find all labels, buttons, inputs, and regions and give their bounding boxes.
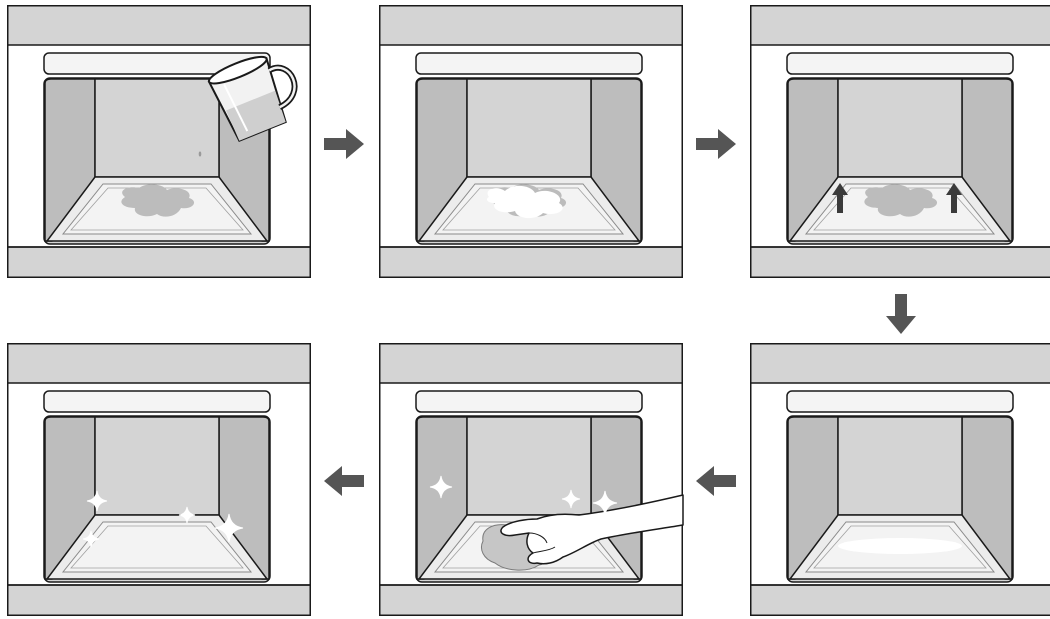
oven-illustration <box>8 6 311 278</box>
door-slot <box>416 53 642 74</box>
door-slot <box>787 391 1013 412</box>
step-wipe-clean <box>379 343 683 616</box>
step-lift-tray <box>750 5 1050 278</box>
oven-illustration <box>751 344 1050 616</box>
door-slot <box>787 53 1013 74</box>
back-wall <box>838 79 962 177</box>
flow-arrow-right-icon <box>693 121 739 167</box>
door-slot <box>416 391 642 412</box>
step-pour-water <box>7 5 311 278</box>
oven-illustration <box>8 344 311 616</box>
step-water-pooled <box>750 343 1050 616</box>
flow-arrow-left-icon <box>321 458 367 504</box>
back-wall <box>467 79 591 177</box>
oven-illustration <box>751 6 1050 278</box>
door-slot <box>44 391 270 412</box>
step-steam-heat <box>379 5 683 278</box>
back-wall <box>838 417 962 515</box>
water-pool-icon <box>838 538 962 554</box>
oven-illustration <box>380 344 683 616</box>
back-wall <box>95 79 219 177</box>
step-clean-sparkle <box>7 343 311 616</box>
back-wall <box>95 417 219 515</box>
flow-arrow-down-icon <box>878 291 924 337</box>
oven-illustration <box>380 6 683 278</box>
flow-arrow-right-icon <box>321 121 367 167</box>
flow-arrow-left-icon <box>693 458 739 504</box>
